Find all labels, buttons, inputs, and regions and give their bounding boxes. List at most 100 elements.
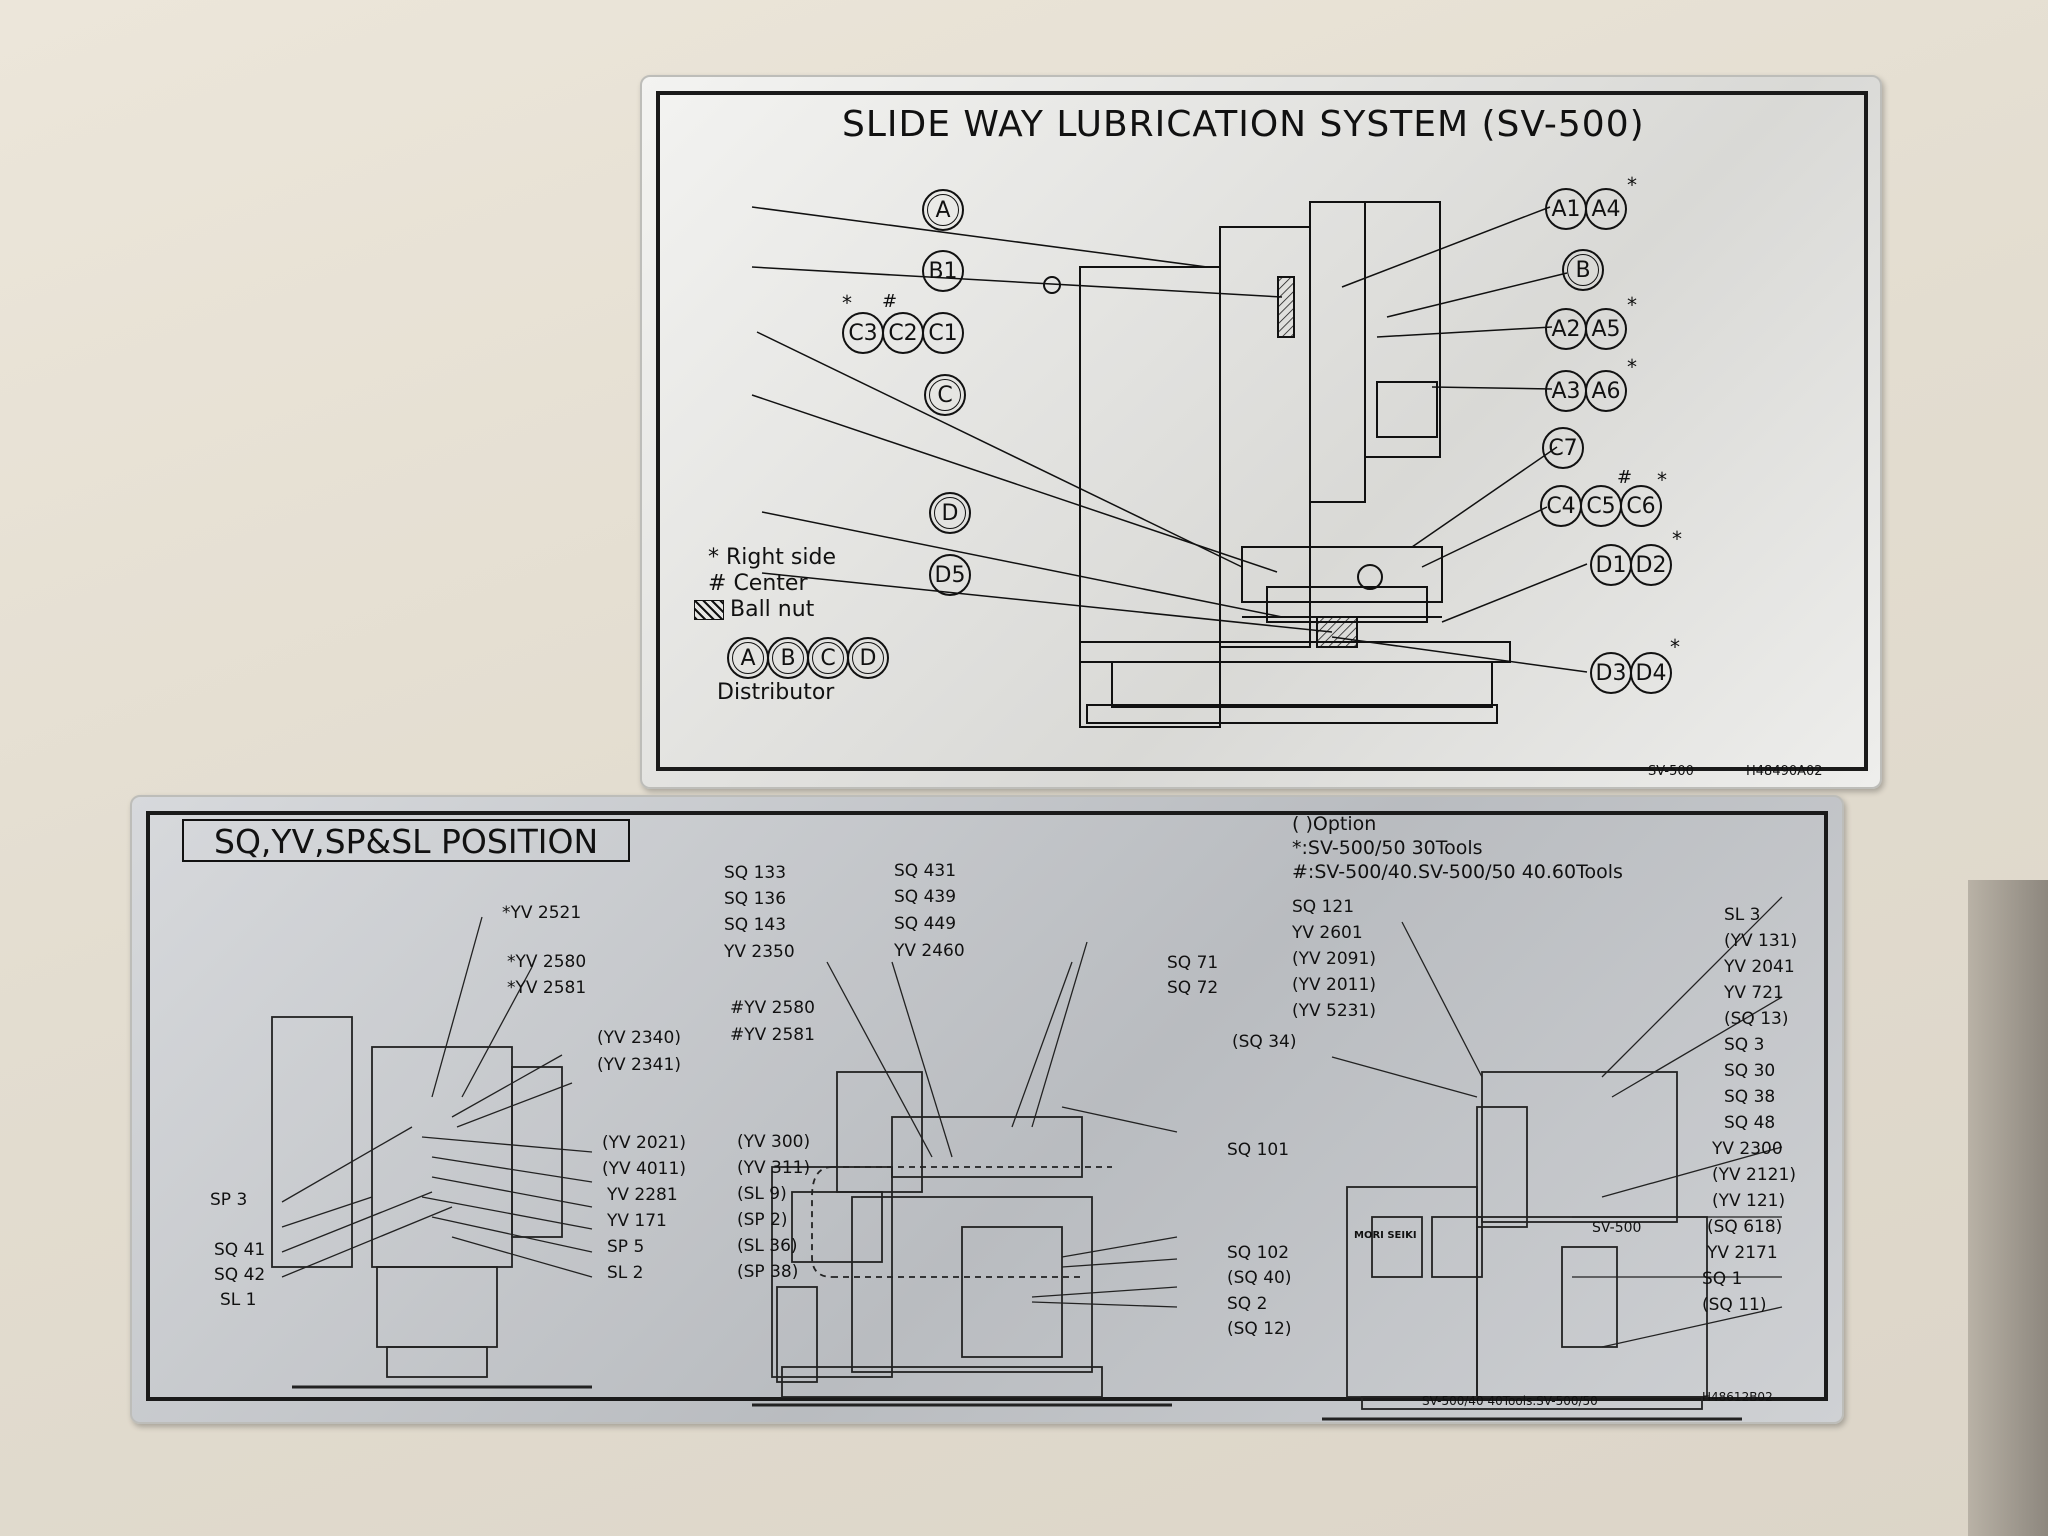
footer-model: SV-500/40 40Tools.SV-500/50 xyxy=(1422,1394,1598,1408)
label-sp38: (SP 38) xyxy=(737,1262,799,1282)
position-plate: SQ,YV,SP&SL POSITION ( )Option *:SV-500/… xyxy=(130,795,1844,1424)
plate-frame xyxy=(656,91,1868,771)
callout-c3: C3 xyxy=(842,312,884,354)
callout-a4: A4 xyxy=(1585,188,1627,230)
label-yv2011: (YV 2011) xyxy=(1292,975,1376,995)
distributor-c: C xyxy=(807,637,849,679)
callout-a1: A1 xyxy=(1545,188,1587,230)
callout-d4: D4 xyxy=(1630,652,1672,694)
label-sq439: SQ 439 xyxy=(894,887,957,907)
callout-a6: A6 xyxy=(1585,370,1627,412)
hatch-swatch-icon xyxy=(694,600,724,620)
label-sl1: SL 1 xyxy=(220,1290,257,1310)
label-sq30: SQ 30 xyxy=(1724,1061,1776,1081)
distributor-label: Distributor xyxy=(717,680,835,705)
label-yv131: (YV 131) xyxy=(1724,931,1798,951)
label-yv2340: (YV 2340) xyxy=(597,1028,681,1048)
label-sq42: SQ 42 xyxy=(214,1265,266,1285)
callout-a3: A3 xyxy=(1545,370,1587,412)
label-sl9: (SL 9) xyxy=(737,1184,787,1204)
label-sq3: SQ 3 xyxy=(1724,1035,1765,1055)
plate-frame xyxy=(146,811,1828,1401)
legend-ball-nut: Ball nut xyxy=(694,599,814,621)
label-sl3: SL 3 xyxy=(1724,905,1761,925)
label-yv2091: (YV 2091) xyxy=(1292,949,1376,969)
lubrication-plate: SLIDE WAY LUBRICATION SYSTEM (SV-500) xyxy=(640,75,1882,789)
note-30tools: *:SV-500/50 30Tools xyxy=(1292,837,1483,859)
label-sq11: (SQ 11) xyxy=(1702,1295,1767,1315)
machine-model: SV-500 xyxy=(1592,1220,1642,1236)
label-sq431: SQ 431 xyxy=(894,861,957,881)
label-yv121: (YV 121) xyxy=(1712,1191,1786,1211)
callout-b: B xyxy=(1562,249,1604,291)
machine-brand: MORI SEIKI xyxy=(1354,1230,1417,1241)
label-sq618: (SQ 618) xyxy=(1707,1217,1783,1237)
label-sp5: SP 5 xyxy=(607,1237,645,1257)
label-sq72: SQ 72 xyxy=(1167,978,1219,998)
note-40tools: #:SV-500/40.SV-500/50 40.60Tools xyxy=(1292,861,1623,883)
label-sq102: SQ 102 xyxy=(1227,1243,1290,1263)
label-sq2: SQ 2 xyxy=(1227,1294,1268,1314)
label-yv2460: YV 2460 xyxy=(894,941,965,961)
label-sp3: SP 3 xyxy=(210,1190,248,1210)
callout-d3: D3 xyxy=(1590,652,1632,694)
footer-model: SV-500 xyxy=(1648,764,1694,779)
label-sq101: SQ 101 xyxy=(1227,1140,1290,1160)
callout-d: D xyxy=(929,492,971,534)
callout-c1: C1 xyxy=(922,312,964,354)
callout-d1: D1 xyxy=(1590,544,1632,586)
legend-star: * Right side xyxy=(708,545,836,570)
label-yv2580: *YV 2580 xyxy=(507,952,587,972)
position-title: SQ,YV,SP&SL POSITION xyxy=(182,819,631,862)
label-sq121: SQ 121 xyxy=(1292,897,1355,917)
label-yv311: (YV 311) xyxy=(737,1158,811,1178)
distributor-d: D xyxy=(847,637,889,679)
callout-a5: A5 xyxy=(1585,308,1627,350)
distributor-a: A xyxy=(727,637,769,679)
callout-b1: B1 xyxy=(922,250,964,292)
label-sq1: SQ 1 xyxy=(1702,1269,1743,1289)
callout-c4: C4 xyxy=(1540,485,1582,527)
column-left xyxy=(1079,266,1221,728)
label-yv2281: YV 2281 xyxy=(607,1185,678,1205)
label-sq12: (SQ 12) xyxy=(1227,1319,1292,1339)
label-sp2: (SP 2) xyxy=(737,1210,788,1230)
label-yv2041: YV 2041 xyxy=(1724,957,1795,977)
footer-code: H48612B02 xyxy=(1702,1390,1773,1404)
label-hash-yv2581: #YV 2581 xyxy=(730,1025,815,1045)
footer-code: H48490A02 xyxy=(1746,764,1823,779)
callout-c2: C2 xyxy=(882,312,924,354)
callout-a: A xyxy=(922,189,964,231)
label-sq38: SQ 38 xyxy=(1724,1087,1776,1107)
position-diagrams xyxy=(271,896,1783,1421)
hash-mark: # xyxy=(882,291,898,312)
label-yv2021: (YV 2021) xyxy=(602,1133,686,1153)
label-sq34: (SQ 34) xyxy=(1232,1032,1297,1052)
lubrication-title: SLIDE WAY LUBRICATION SYSTEM (SV-500) xyxy=(842,104,1645,145)
label-sl2: SL 2 xyxy=(607,1263,644,1283)
star-mark: * xyxy=(842,291,852,315)
label-sq136: SQ 136 xyxy=(724,889,787,909)
label-yv300: (YV 300) xyxy=(737,1132,811,1152)
label-sq71: SQ 71 xyxy=(1167,953,1219,973)
label-yv4011: (YV 4011) xyxy=(602,1159,686,1179)
label-sq143: SQ 143 xyxy=(724,915,787,935)
callout-c: C xyxy=(924,374,966,416)
callout-a2: A2 xyxy=(1545,308,1587,350)
label-yv2171: YV 2171 xyxy=(1707,1243,1778,1263)
callout-c6: C6 xyxy=(1620,485,1662,527)
distributor-b: B xyxy=(767,637,809,679)
label-yv2341: (YV 2341) xyxy=(597,1055,681,1075)
label-sq48: SQ 48 xyxy=(1724,1113,1776,1133)
label-sq41: SQ 41 xyxy=(214,1240,266,1260)
label-yv2521: *YV 2521 xyxy=(502,903,582,923)
note-option: ( )Option xyxy=(1292,813,1377,835)
label-yv5231: (YV 5231) xyxy=(1292,1001,1376,1021)
label-hash-yv2580: #YV 2580 xyxy=(730,998,815,1018)
label-sq133: SQ 133 xyxy=(724,863,787,883)
label-yv721: YV 721 xyxy=(1724,983,1784,1003)
label-yv2581: *YV 2581 xyxy=(507,978,587,998)
label-yv2300: YV 2300 xyxy=(1712,1139,1783,1159)
callout-d2: D2 xyxy=(1630,544,1672,586)
callout-c5: C5 xyxy=(1580,485,1622,527)
